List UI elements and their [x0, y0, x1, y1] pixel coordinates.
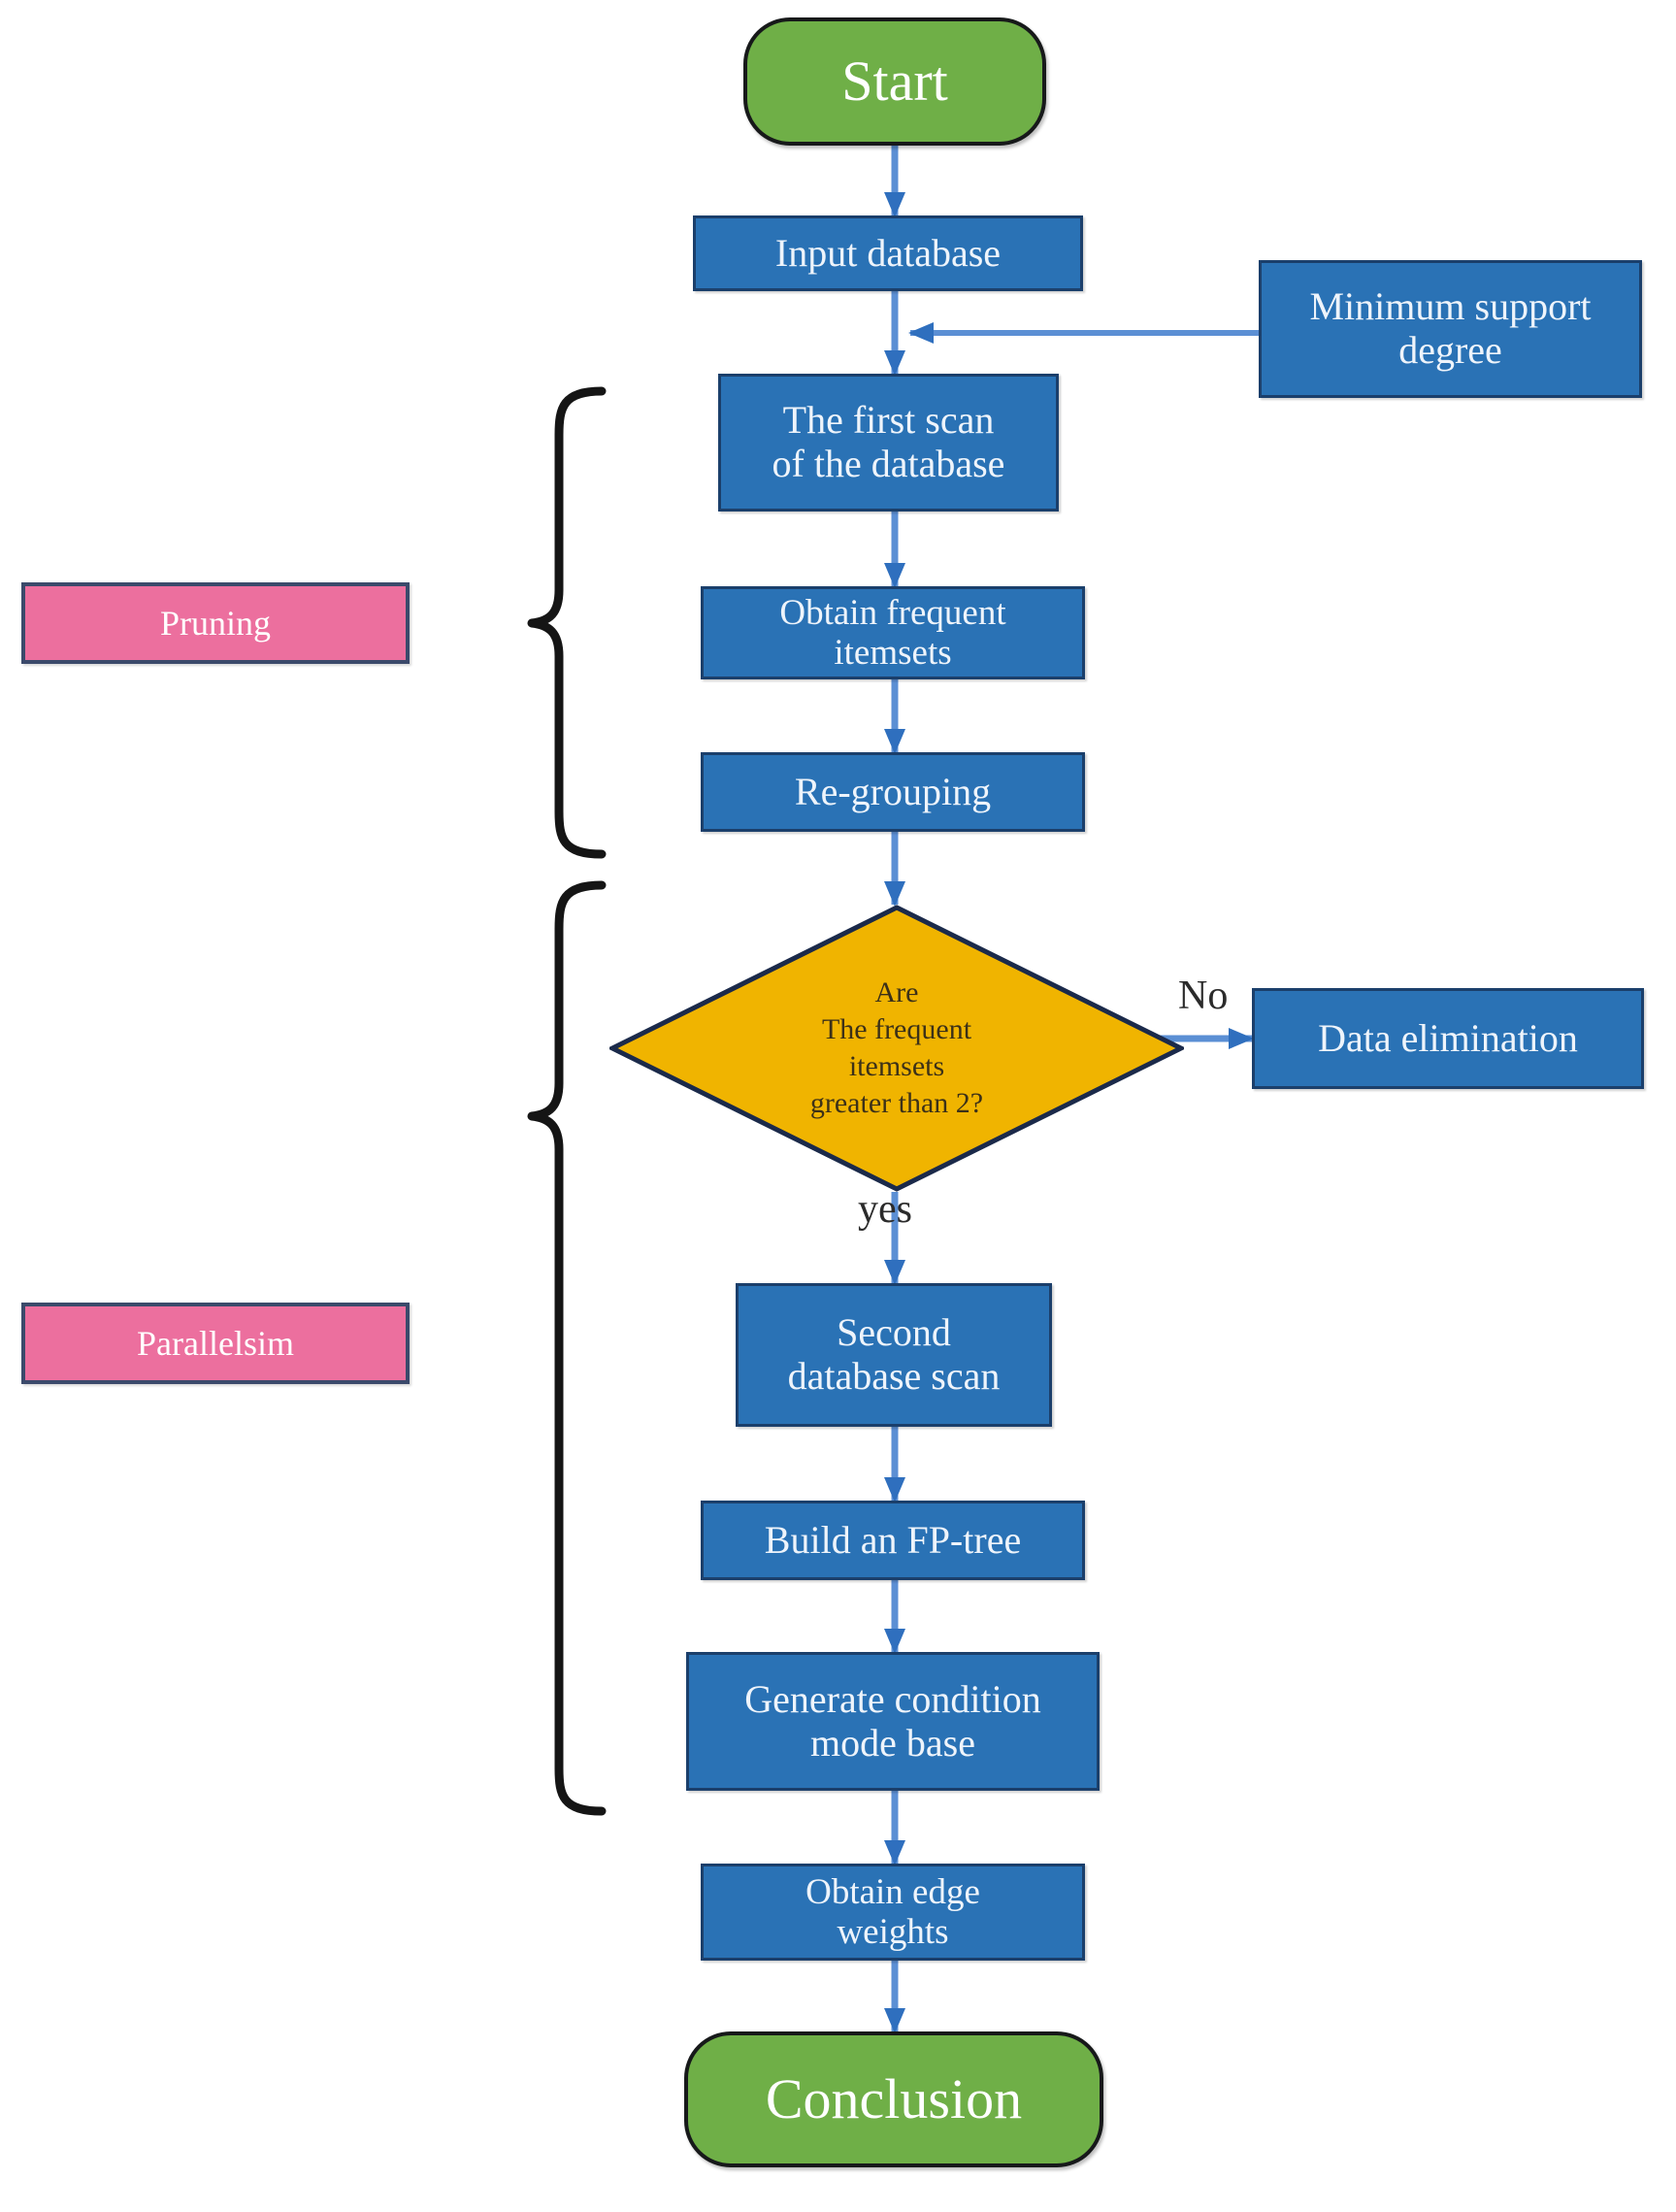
- node-minimum-support-degree[interactable]: Minimum support degree: [1259, 260, 1642, 398]
- node-start[interactable]: Start: [743, 17, 1046, 146]
- edge-label-yes: yes: [858, 1187, 912, 1232]
- node-obtain-edge-weights[interactable]: Obtain edge weights: [701, 1864, 1085, 1961]
- node-obtain-frequent-itemsets[interactable]: Obtain frequent itemsets: [701, 586, 1085, 679]
- node-re-grouping[interactable]: Re-grouping: [701, 752, 1085, 832]
- edge-label-no: No: [1178, 974, 1229, 1018]
- brace-parallelsim: [527, 880, 607, 1816]
- node-decision-label: Are The frequent itemsets greater than 2…: [809, 976, 984, 1119]
- node-first-scan-of-database[interactable]: The first scan of the database: [718, 374, 1059, 512]
- node-second-database-scan[interactable]: Second database scan: [736, 1283, 1052, 1427]
- brace-pruning: [527, 386, 607, 859]
- node-data-elimination[interactable]: Data elimination: [1252, 988, 1644, 1089]
- node-decision-frequent-itemsets[interactable]: Are The frequent itemsets greater than 2…: [609, 905, 1184, 1192]
- node-build-fp-tree[interactable]: Build an FP-tree: [701, 1501, 1085, 1580]
- node-input-database[interactable]: Input database: [693, 215, 1083, 291]
- diamond-shape: [609, 905, 1184, 1192]
- node-generate-condition-mode-base[interactable]: Generate condition mode base: [686, 1652, 1100, 1791]
- group-label-parallelsim[interactable]: Parallelsim: [21, 1303, 410, 1384]
- group-label-pruning[interactable]: Pruning: [21, 582, 410, 664]
- node-conclusion[interactable]: Conclusion: [684, 2031, 1103, 2167]
